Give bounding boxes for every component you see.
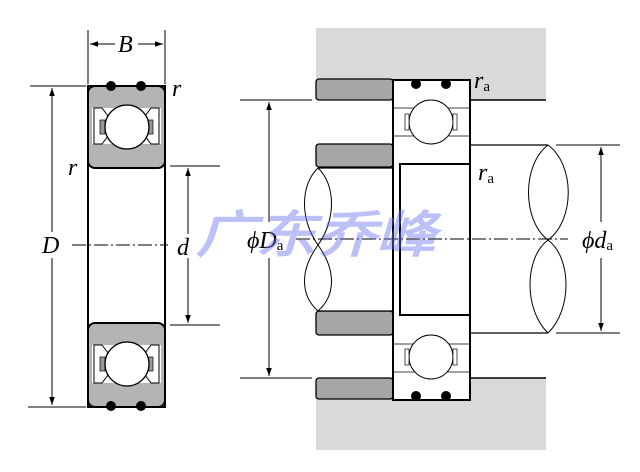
fillet-label-ra-top: ra bbox=[474, 68, 490, 95]
chamfer-label-r-top: r bbox=[172, 76, 182, 102]
ball-icon bbox=[408, 334, 454, 380]
dimension-lines-left bbox=[28, 30, 220, 408]
ball-icon bbox=[104, 341, 150, 387]
outer-diameter-label-D: D bbox=[41, 233, 59, 259]
seal-dot bbox=[136, 81, 146, 91]
spacer bbox=[315, 310, 394, 336]
shaft-shoulder-label-da: ϕda bbox=[582, 228, 613, 254]
seal-dot bbox=[106, 401, 116, 411]
bearing-top-ring bbox=[87, 81, 166, 169]
ball-icon bbox=[408, 99, 454, 145]
spacer bbox=[315, 377, 394, 400]
width-label-B: B bbox=[118, 32, 133, 58]
housing-shoulder-label-Da: ϕDa bbox=[247, 228, 284, 254]
mounting-section bbox=[296, 28, 569, 450]
spacer bbox=[315, 143, 394, 168]
bearing-section bbox=[72, 81, 168, 411]
shaft-right bbox=[470, 144, 548, 334]
bearing-bottom-ring bbox=[87, 322, 166, 411]
seal-dot bbox=[106, 81, 116, 91]
fillet-label-ra-inner: ra bbox=[478, 160, 494, 187]
dimension-lines-right bbox=[240, 99, 620, 379]
bore-label-d: d bbox=[177, 235, 190, 261]
ball-icon bbox=[104, 104, 150, 150]
chamfer-label-r-left: r bbox=[68, 155, 78, 181]
spacer bbox=[315, 78, 394, 101]
seal-dot bbox=[136, 401, 146, 411]
watermark: 广东乔峰 bbox=[196, 206, 443, 264]
